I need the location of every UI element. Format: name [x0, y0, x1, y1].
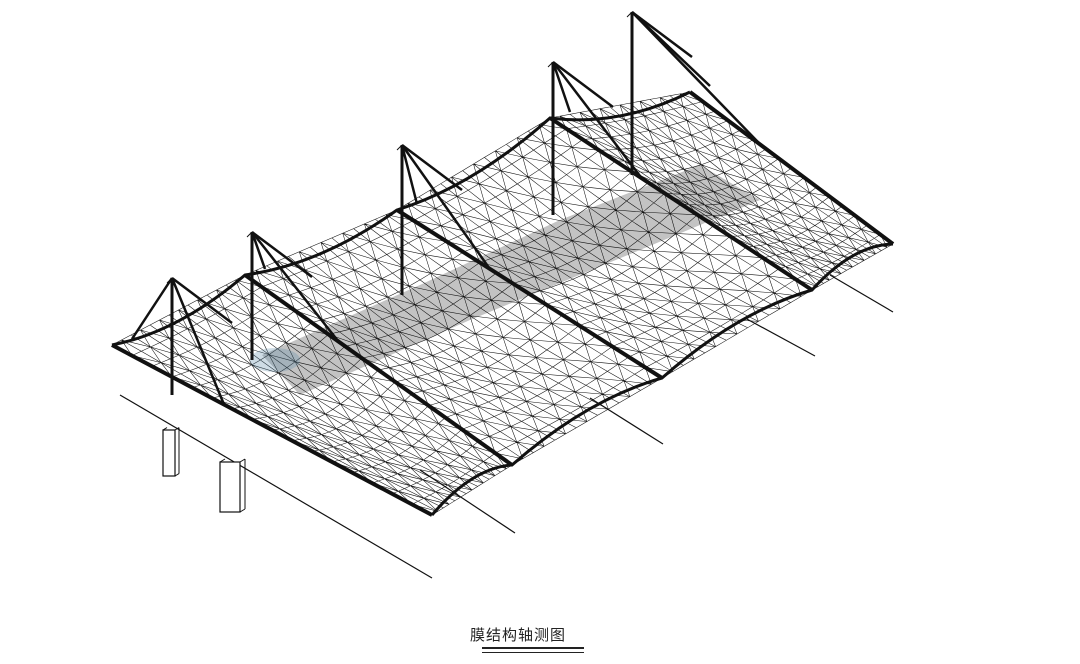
ground-cable — [119, 394, 433, 579]
caption-underline-thick — [482, 647, 584, 649]
ground-cable — [419, 469, 516, 534]
mast — [246, 231, 340, 360]
transverse-beam — [688, 90, 895, 246]
transverse-beam — [243, 273, 514, 467]
transverse-beam — [111, 343, 433, 517]
front-edge-cable — [430, 242, 894, 516]
mast — [130, 277, 233, 405]
drawing-caption: 膜结构轴测图 — [470, 626, 567, 644]
base-column — [219, 458, 246, 513]
base-columns — [162, 427, 246, 513]
ground-cable — [744, 317, 816, 357]
ground-cable — [589, 397, 664, 445]
caption-underline-thin — [482, 652, 584, 653]
steel-frame — [111, 11, 895, 517]
highlight-glint — [250, 348, 300, 372]
ground-cables — [119, 274, 894, 579]
mast — [547, 61, 643, 215]
ground-cable — [829, 274, 894, 313]
mast — [626, 11, 762, 175]
transverse-beam — [395, 208, 664, 380]
base-column — [162, 427, 180, 477]
mast — [396, 144, 491, 295]
transverse-beam — [548, 116, 814, 292]
